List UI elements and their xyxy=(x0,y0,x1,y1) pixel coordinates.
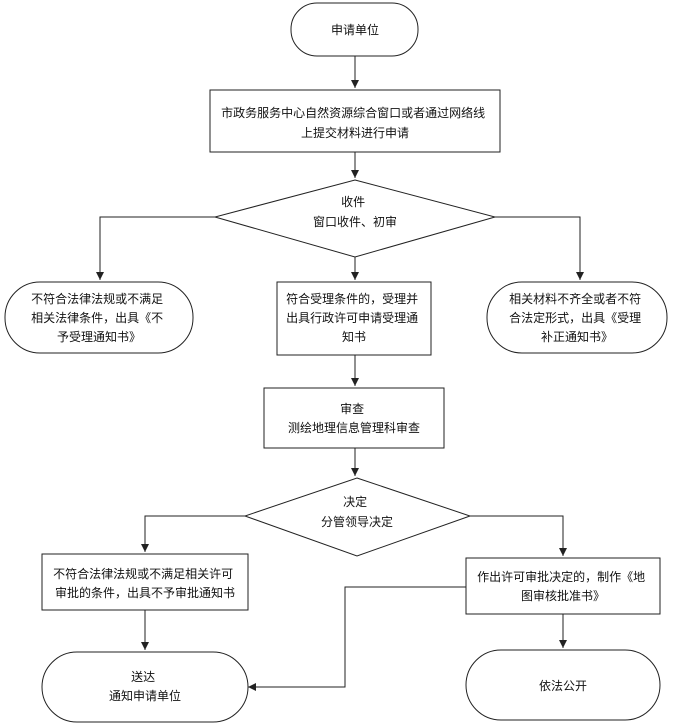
node-submit-text: 市政务服务中心自然资源综合窗口或者通过网络线 上提交材料进行申请 xyxy=(221,105,489,140)
node-approve-line-1: 作出许可审批决定的，制作《地 xyxy=(477,569,645,584)
node-review-line-1: 审查 xyxy=(340,401,364,416)
node-deny: 不符合法律法规或不满足相关许可 审批的条件，出具不予审批通知书 xyxy=(41,553,249,611)
node-submit-line-1: 市政务服务中心自然资源综合窗口或者通过网络线 xyxy=(221,105,485,120)
node-supplement-line-2: 合法定形式，出具《受理 xyxy=(509,310,641,325)
node-deliver: 送达 通知申请单位 xyxy=(41,651,249,723)
node-deliver-line-2: 通知申请单位 xyxy=(109,688,181,703)
node-supplement-text: 相关材料不齐全或者不符 合法定形式，出具《受理 补正通知书》 xyxy=(509,291,645,344)
node-accept-line-3: 知书 xyxy=(342,330,366,344)
node-decision-line-2: 分管领导决定 xyxy=(321,514,393,529)
node-reject-law-text: 不符合法律法规或不满足 相关法律条件，出具《不 予受理通知书》 xyxy=(31,291,167,344)
node-approve-text: 作出许可审批决定的，制作《地 图审核批准书》 xyxy=(477,569,649,603)
node-applicant-line-1: 申请单位 xyxy=(331,22,379,37)
node-supplement-line-1: 相关材料不齐全或者不符 xyxy=(509,291,641,306)
node-publish: 依法公开 xyxy=(465,649,661,721)
node-receive-line-1: 收件 xyxy=(341,195,365,209)
node-deny-line-1: 不符合法律法规或不满足相关许可 xyxy=(53,566,233,581)
node-deny-text: 不符合法律法规或不满足相关许可 审批的条件，出具不予审批通知书 xyxy=(53,566,237,600)
node-decision: 决定 分管领导决定 xyxy=(243,477,472,557)
node-accept-line-2: 出具行政许可申请受理通 xyxy=(286,311,418,325)
node-applicant-text: 申请单位 xyxy=(331,22,379,37)
edge-approve-deliver xyxy=(248,586,466,691)
node-receive-line-2: 窗口收件、初审 xyxy=(313,214,397,229)
node-decision-line-1: 决定 xyxy=(343,494,367,509)
node-reject-law-line-1: 不符合法律法规或不满足 xyxy=(31,291,163,306)
node-review-text: 审查 测绘地理信息管理科审查 xyxy=(288,401,420,435)
node-reject-law: 不符合法律法规或不满足 相关法律条件，出具《不 予受理通知书》 xyxy=(4,281,194,354)
node-publish-line-1: 依法公开 xyxy=(539,678,587,693)
node-reject-law-line-2: 相关法律条件，出具《不 xyxy=(31,311,163,325)
node-applicant: 申请单位 xyxy=(290,2,419,57)
edge-decision-deny xyxy=(141,515,245,552)
edge-receive-reject xyxy=(96,216,215,280)
node-approve: 作出许可审批决定的，制作《地 图审核批准书》 xyxy=(465,557,661,615)
node-deliver-text: 送达 通知申请单位 xyxy=(109,669,181,703)
edge-receive-supplement xyxy=(495,216,584,280)
node-decision-text: 决定 分管领导决定 xyxy=(321,494,393,529)
node-deliver-line-1: 送达 xyxy=(131,669,155,684)
node-accept-line-1: 符合受理条件的，受理并 xyxy=(286,291,418,306)
node-accept: 符合受理条件的，受理并 出具行政许可申请受理通 知书 xyxy=(276,281,432,356)
node-submit: 市政务服务中心自然资源综合窗口或者通过网络线 上提交材料进行申请 xyxy=(209,89,501,153)
node-supplement: 相关材料不齐全或者不符 合法定形式，出具《受理 补正通知书》 xyxy=(486,281,668,354)
node-submit-line-2: 上提交材料进行申请 xyxy=(301,125,409,140)
node-review-line-2: 测绘地理信息管理科审查 xyxy=(288,420,420,435)
node-deny-line-2: 审批的条件，出具不予审批通知书 xyxy=(55,585,235,600)
node-receive: 收件 窗口收件、初审 xyxy=(213,179,497,258)
node-accept-text: 符合受理条件的，受理并 出具行政许可申请受理通 知书 xyxy=(286,291,422,344)
edge-decision-approve xyxy=(470,515,567,556)
node-reject-law-line-3: 予受理通知书》 xyxy=(57,330,141,344)
node-supplement-line-3: 补正通知书》 xyxy=(541,330,613,344)
node-receive-text: 收件 窗口收件、初审 xyxy=(313,195,397,229)
connectors xyxy=(96,56,584,691)
node-publish-text: 依法公开 xyxy=(539,678,587,693)
node-approve-line-2: 图审核批准书》 xyxy=(521,588,605,603)
node-review: 审查 测绘地理信息管理科审查 xyxy=(263,387,445,449)
